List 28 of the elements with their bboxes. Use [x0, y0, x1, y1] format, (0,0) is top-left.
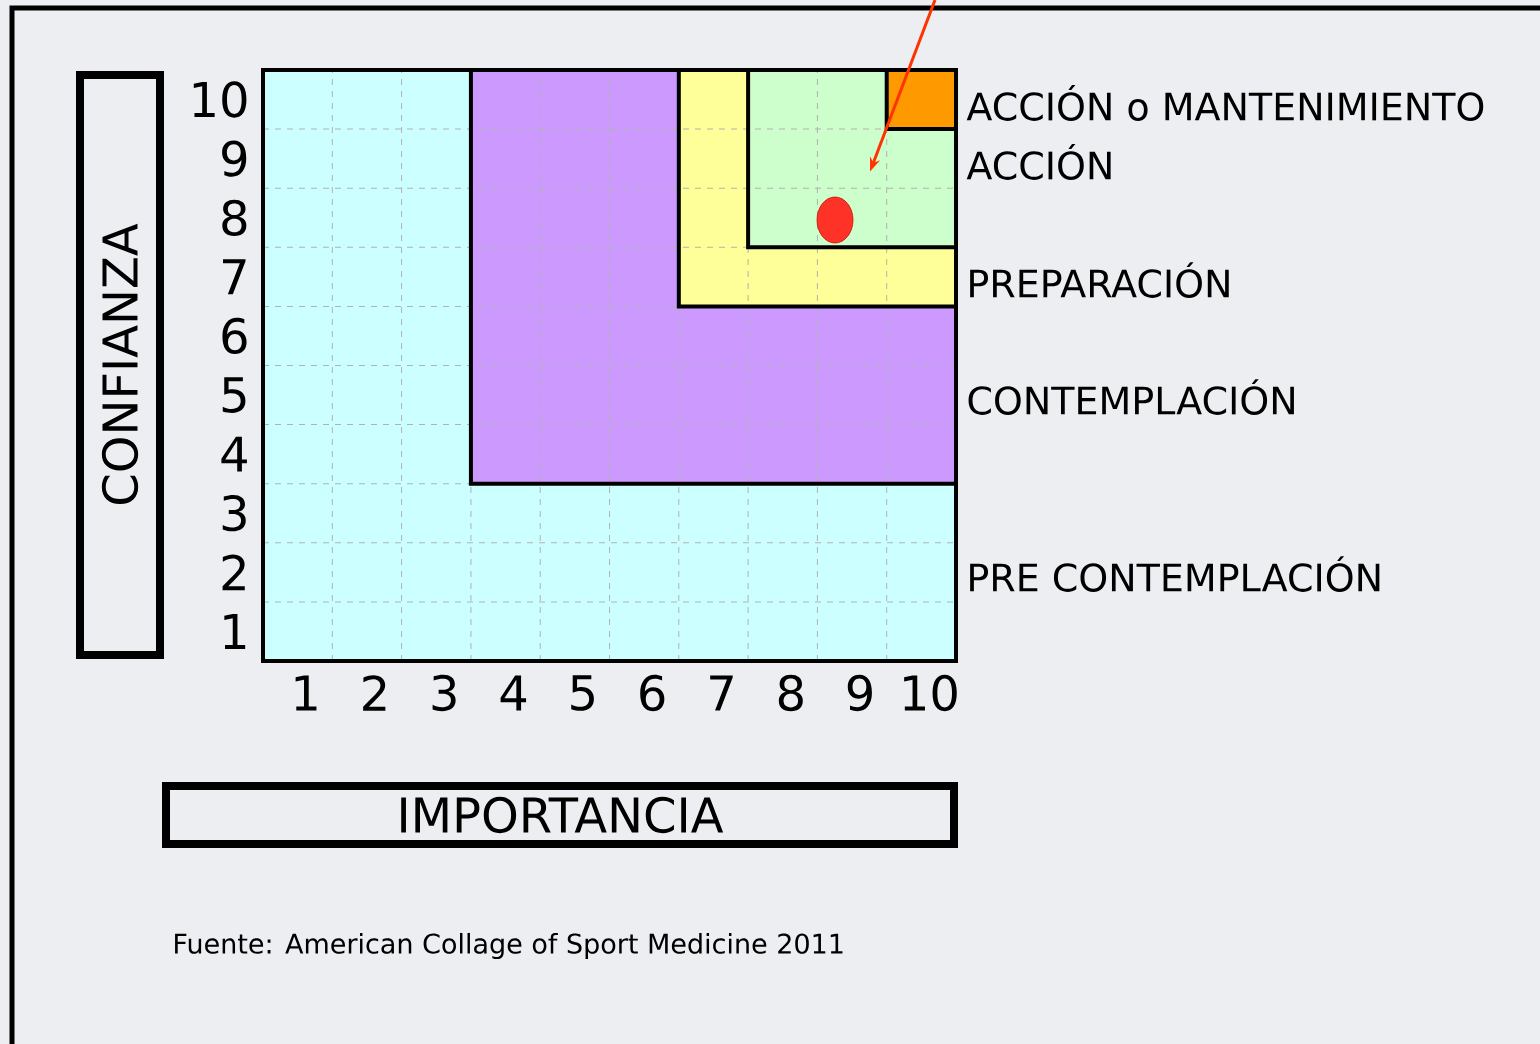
xtick: 5 — [571, 675, 594, 711]
stage-label: PRE CONTEMPLACIÓN — [970, 556, 1380, 592]
ytick: 9 — [222, 140, 247, 177]
ytick: 8 — [222, 199, 247, 236]
xtick: 2 — [363, 675, 386, 711]
xtick: 4 — [500, 675, 527, 711]
axis-label-box: CONFIANZA — [76, 71, 164, 659]
source-note: Fuente: American Collage of Sport Medicine 2011 — [175, 932, 843, 960]
ytick: 3 — [222, 495, 246, 532]
ytick: 6 — [222, 317, 247, 355]
marker-dot — [816, 196, 854, 244]
xtick: 10 — [904, 674, 957, 712]
xtick: 1 — [295, 675, 317, 711]
xtick: 3 — [432, 674, 456, 712]
ytick: 5 — [222, 377, 246, 413]
ytick: 2 — [222, 554, 245, 591]
stage-label: CONTEMPLACIÓN — [968, 379, 1294, 415]
ytick: 1 — [224, 614, 246, 649]
ytick: 7 — [223, 259, 246, 295]
xtick: 8 — [778, 674, 803, 712]
xtick: 9 — [847, 674, 872, 712]
stage-label: ACCIÓN o MANTENIMIENTO — [966, 85, 1484, 121]
stage-label: ACCIÓN — [966, 144, 1111, 180]
ytick: 4 — [221, 436, 247, 472]
stage-label: PREPARACIÓN — [970, 262, 1229, 298]
xtick: 7 — [710, 675, 733, 711]
xtick: 6 — [640, 674, 665, 712]
axis-label-box: IMPORTANCIA — [162, 782, 958, 848]
